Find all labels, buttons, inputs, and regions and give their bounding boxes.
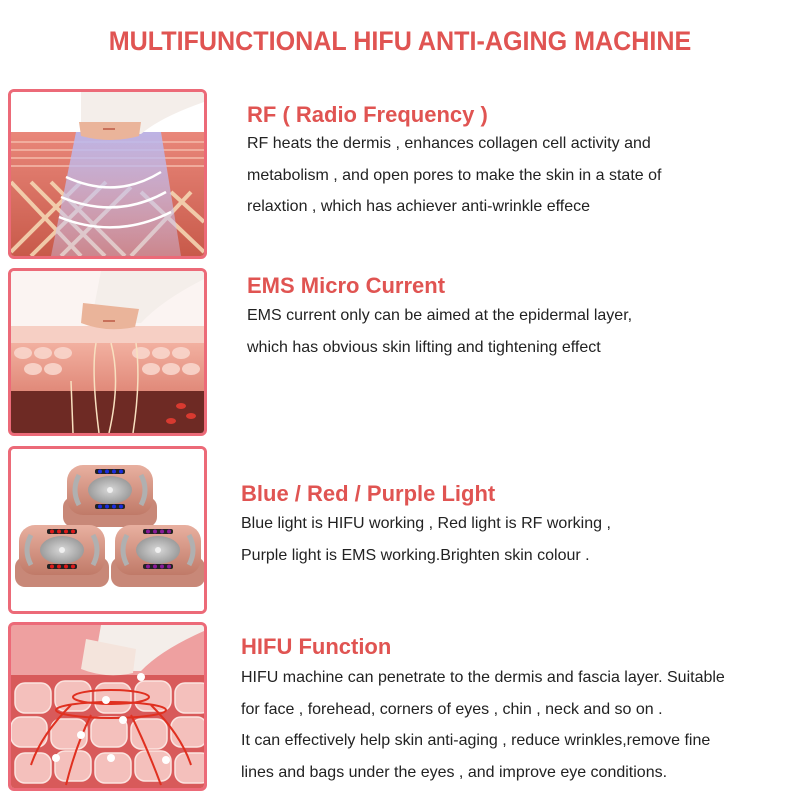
rf-skin-diagram-image — [8, 89, 207, 259]
body-line: Blue light is HIFU working , Red light i… — [241, 515, 611, 532]
light-heads-illustration-icon — [11, 449, 204, 611]
body-line: which has obvious skin lifting and tight… — [247, 338, 601, 356]
section-title-hifu: HIFU Function — [241, 634, 392, 659]
body-line: HIFU machine can penetrate to the dermis… — [241, 669, 725, 686]
body-line: EMS current only can be aimed at the epi… — [247, 307, 633, 324]
page-title: MULTIFUNCTIONAL HIFU ANTI-AGING MACHINE — [108, 26, 692, 56]
body-line: for face , forehead, corners of eyes , c… — [241, 700, 663, 718]
body-line: RF heats the dermis , enhances collagen … — [247, 135, 651, 152]
section-title-rf: RF ( Radio Frequency ) — [247, 102, 488, 127]
body-line: Purple light is EMS working.Brighten ski… — [241, 546, 590, 564]
section-body-ems: EMS current only can be aimed at the epi… — [247, 300, 632, 363]
body-line: metabolism , and open pores to make the … — [247, 166, 662, 184]
body-line: lines and bags under the eyes , and impr… — [241, 763, 668, 781]
section-body-lights: Blue light is HIFU working , Red light i… — [241, 508, 611, 571]
hifu-illustration-icon — [11, 625, 204, 788]
section-title-lights: Blue / Red / Purple Light — [241, 481, 496, 506]
hifu-cell-diagram-image — [8, 622, 207, 791]
ems-illustration-icon — [11, 271, 204, 433]
body-line: It can effectively help skin anti-aging … — [241, 732, 711, 749]
ems-skin-diagram-image — [8, 268, 207, 436]
section-body-hifu: HIFU machine can penetrate to the dermis… — [241, 662, 725, 788]
body-line: relaxtion , which has achiever anti-wrin… — [247, 198, 590, 215]
rf-illustration-icon — [11, 92, 204, 256]
section-body-rf: RF heats the dermis , enhances collagen … — [247, 128, 661, 223]
section-title-ems: EMS Micro Current — [247, 273, 446, 298]
light-heads-image — [8, 446, 207, 614]
